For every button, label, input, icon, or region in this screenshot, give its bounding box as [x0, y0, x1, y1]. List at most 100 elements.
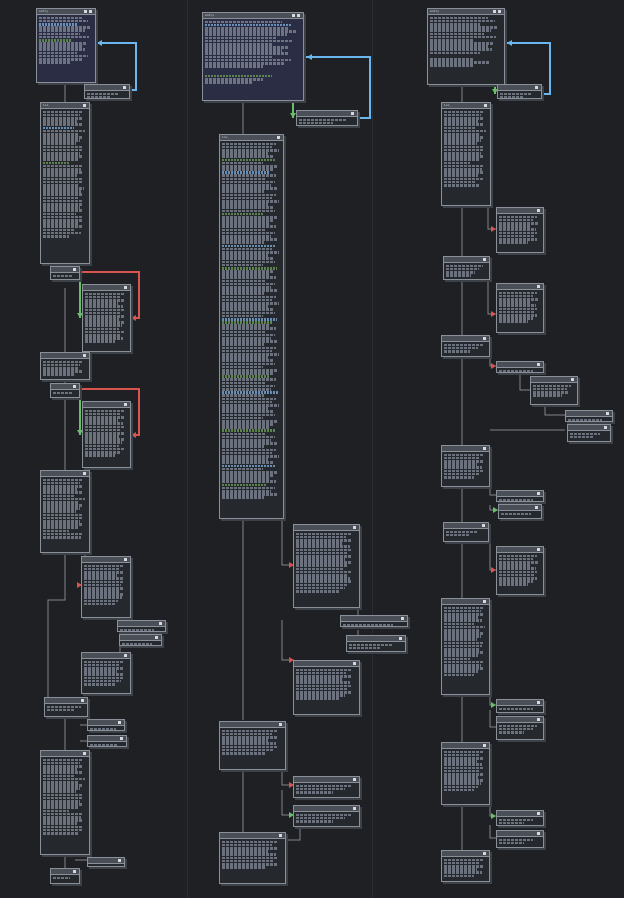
node-menu-icon[interactable] — [292, 14, 295, 17]
node-close-icon[interactable] — [120, 737, 123, 740]
node-close-icon[interactable] — [606, 412, 609, 415]
node-close-icon[interactable] — [277, 136, 280, 139]
node-titlebar[interactable] — [82, 557, 130, 563]
node-close-icon[interactable] — [159, 622, 162, 625]
graph-node[interactable] — [87, 719, 125, 731]
graph-node[interactable] — [293, 805, 360, 827]
graph-node[interactable] — [84, 84, 130, 99]
node-menu-icon[interactable] — [84, 10, 87, 13]
node-close-icon[interactable] — [483, 852, 486, 855]
node-titlebar[interactable] — [444, 523, 488, 529]
node-titlebar[interactable] — [220, 833, 285, 839]
node-close-icon[interactable] — [73, 870, 76, 873]
node-close-icon[interactable] — [537, 832, 540, 835]
graph-node[interactable] — [565, 410, 613, 422]
node-close-icon[interactable] — [155, 636, 158, 639]
graph-node[interactable] — [219, 832, 286, 884]
node-close-icon[interactable] — [535, 506, 538, 509]
node-titlebar[interactable] — [51, 267, 79, 273]
node-close-icon[interactable] — [537, 701, 540, 704]
node-close-icon[interactable] — [124, 286, 127, 289]
node-titlebar[interactable] — [568, 425, 610, 431]
node-titlebar[interactable] — [497, 717, 543, 723]
graph-node[interactable] — [496, 810, 544, 826]
node-titlebar[interactable]: entry — [37, 9, 95, 15]
node-close-icon[interactable] — [482, 524, 485, 527]
node-close-icon[interactable] — [297, 14, 300, 17]
node-menu-icon[interactable] — [493, 10, 496, 13]
node-titlebar[interactable] — [497, 547, 543, 553]
node-close-icon[interactable] — [118, 721, 121, 724]
node-titlebar[interactable] — [347, 636, 405, 642]
node-close-icon[interactable] — [124, 403, 127, 406]
node-close-icon[interactable] — [537, 718, 540, 721]
node-titlebar[interactable] — [41, 751, 89, 757]
graph-node[interactable] — [50, 868, 80, 884]
node-titlebar[interactable] — [499, 505, 541, 511]
graph-node[interactable] — [443, 256, 490, 280]
node-titlebar[interactable]: loc_ — [220, 135, 283, 141]
node-titlebar[interactable] — [294, 806, 359, 812]
node-close-icon[interactable] — [353, 662, 356, 665]
node-titlebar[interactable] — [442, 599, 489, 605]
node-close-icon[interactable] — [124, 558, 127, 561]
node-close-icon[interactable] — [484, 104, 487, 107]
graph-node[interactable] — [81, 556, 131, 618]
graph-node[interactable] — [496, 830, 544, 848]
node-titlebar[interactable] — [497, 284, 543, 290]
node-titlebar[interactable]: entry — [203, 13, 303, 19]
graph-node[interactable] — [81, 652, 131, 694]
node-close-icon[interactable] — [81, 699, 84, 702]
node-titlebar[interactable] — [497, 491, 543, 497]
node-close-icon[interactable] — [537, 812, 540, 815]
graph-node[interactable] — [530, 376, 578, 405]
node-close-icon[interactable] — [604, 426, 607, 429]
node-close-icon[interactable] — [83, 354, 86, 357]
graph-node[interactable] — [117, 620, 166, 632]
node-close-icon[interactable] — [118, 859, 121, 862]
graph-node[interactable] — [497, 84, 542, 99]
graph-node[interactable] — [44, 697, 88, 717]
node-close-icon[interactable] — [537, 209, 540, 212]
node-close-icon[interactable] — [353, 526, 356, 529]
graph-node[interactable] — [87, 857, 125, 867]
graph-node[interactable] — [496, 716, 544, 740]
node-titlebar[interactable]: entry — [428, 9, 504, 15]
node-titlebar[interactable] — [497, 811, 543, 817]
graph-node[interactable] — [346, 635, 406, 652]
graph-node[interactable] — [498, 504, 542, 519]
node-titlebar[interactable] — [498, 85, 541, 91]
node-titlebar[interactable]: loc_ — [442, 103, 490, 109]
graph-node[interactable] — [82, 401, 131, 468]
graph-node[interactable] — [119, 634, 162, 646]
graph-node[interactable]: entry — [36, 8, 96, 83]
node-titlebar[interactable] — [566, 411, 612, 417]
graph-node[interactable] — [40, 470, 90, 553]
graph-node[interactable] — [441, 445, 490, 487]
node-close-icon[interactable] — [399, 637, 402, 640]
graph-node[interactable] — [496, 546, 544, 595]
node-close-icon[interactable] — [353, 807, 356, 810]
node-close-icon[interactable] — [537, 363, 540, 366]
graph-node[interactable] — [340, 615, 408, 627]
node-titlebar[interactable] — [83, 402, 130, 408]
node-titlebar[interactable] — [88, 720, 124, 726]
node-titlebar[interactable] — [497, 831, 543, 837]
node-titlebar[interactable] — [51, 384, 79, 390]
graph-node[interactable] — [441, 598, 490, 695]
node-close-icon[interactable] — [89, 10, 92, 13]
graph-node[interactable] — [296, 110, 358, 126]
graph-node[interactable] — [293, 776, 360, 798]
graph-node[interactable] — [496, 361, 544, 373]
node-titlebar[interactable] — [41, 353, 89, 359]
node-close-icon[interactable] — [124, 654, 127, 657]
graph-node[interactable] — [40, 352, 90, 380]
graph-node[interactable] — [496, 699, 544, 713]
graph-node[interactable]: entry — [202, 12, 304, 101]
graph-node[interactable]: entry — [427, 8, 505, 85]
node-titlebar[interactable] — [294, 777, 359, 783]
node-titlebar[interactable] — [45, 698, 87, 704]
graph-node[interactable] — [40, 750, 90, 855]
node-titlebar[interactable] — [442, 851, 489, 857]
node-close-icon[interactable] — [73, 268, 76, 271]
